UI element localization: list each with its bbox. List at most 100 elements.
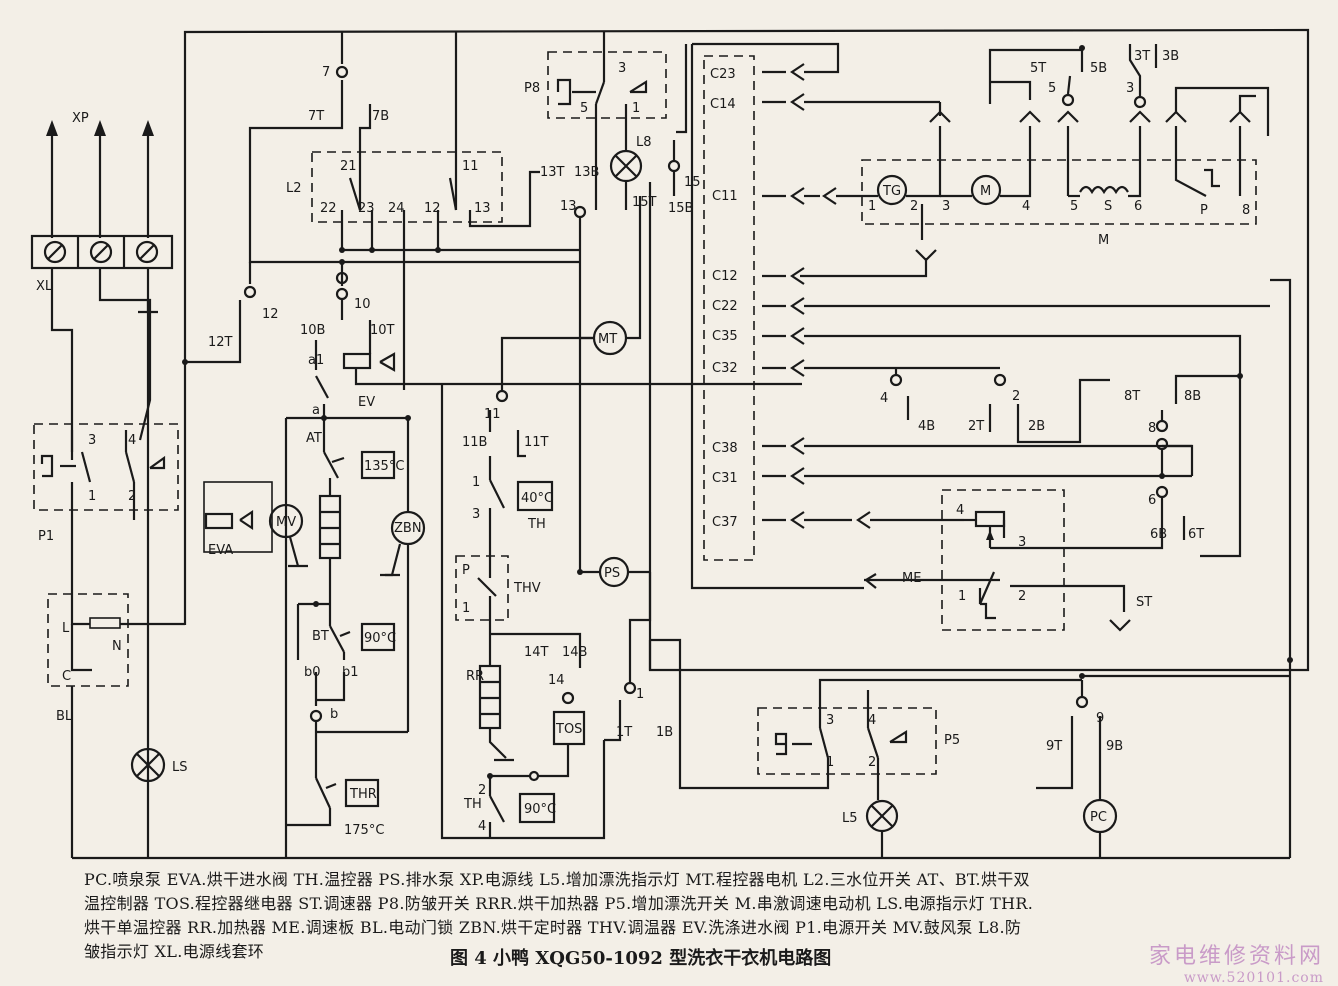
terminal-9t: 9T [1046,739,1062,754]
bl-terminal-l: L [62,621,70,636]
terminal-1: 1 [636,687,644,702]
at-temp: 135°C [364,459,404,474]
terminal-2b: 2B [1028,419,1045,434]
component-legend: PC.喷泉泵 EVA.烘干进水阀 TH.温控器 PS.排水泵 XP.电源线 L5… [84,868,1264,964]
c31: C31 [712,471,738,486]
at-label: AT [306,431,322,446]
p5-terminal-1: 1 [826,755,834,770]
watermark: 家电维修资料网 www.520101.com [1149,938,1324,986]
p1-terminal-3: 3 [88,433,96,448]
terminal-3b: 3B [1162,49,1179,64]
p8-label: P8 [524,81,540,96]
terminal-3: 3 [1126,81,1134,96]
terminal-13: 13 [560,199,577,214]
bt-label: BT [312,629,329,644]
terminal-a1: a1 [308,353,324,368]
m-terminal-6: 6 [1134,199,1142,214]
terminal-7t: 7T [308,109,324,124]
thv-terminal-1: 1 [462,601,470,616]
p1-terminal-1: 1 [88,489,96,504]
c35: C35 [712,329,738,344]
speed-switches: 4 4B 2 2T 2B 8T 8B 8 6 6B 6T [880,368,1243,542]
m-terminal-8: 8 [1242,203,1250,218]
legend-line: 温控制器 TOS.程控器继电器 ST.调速器 P8.防皱开关 RRR.烘干加热器… [84,894,1034,913]
l2-terminal-24: 24 [388,201,405,216]
l2-water-level-switch: 7 7T 7B L2 21 11 22 23 24 12 13 13T [248,32,580,390]
terminal-6b: 6B [1150,527,1167,542]
p8-terminal-3: 3 [618,61,626,76]
m-field-s: S [1104,199,1112,214]
terminal-11t: 11T [524,435,549,450]
m-armature-label: M [980,184,991,199]
motor-m-label: M [1098,233,1109,248]
ev-wash-inlet-valve: 10 10B 10T EV 12 12T a1 a [182,259,802,418]
terminal-3t: 3T [1134,49,1150,64]
c32: C32 [712,361,738,376]
terminal-6t: 6T [1188,527,1204,542]
p1-terminal-2: 2 [128,489,136,504]
terminal-14b: 14B [562,645,587,660]
terminal-12t: 12T [208,335,233,350]
watermark-url: www.520101.com [1183,970,1324,986]
l2-label: L2 [286,181,302,196]
figure-caption: 图 4 小鸭 XQG50-1092 型洗衣干衣机电路图 [450,948,832,969]
l2-terminal-12: 12 [424,201,441,216]
terminal-5: 5 [1048,81,1056,96]
mt-label: MT [598,332,617,347]
ps-label: PS [604,566,620,581]
c12: C12 [712,269,738,284]
p5-label: P5 [944,733,960,748]
p8-anticrease-switch: P8 3 5 1 L8 15 15T 15B 13B 13 [524,32,701,322]
m-terminal-4: 4 [1022,199,1030,214]
xp-power-cord: XP [46,111,154,238]
eva-label: EVA [208,543,233,558]
terminal-5t: 5T [1030,61,1046,76]
terminal-15t: 15T [632,195,657,210]
m-terminal-1: 1 [868,199,876,214]
m-terminal-5: 5 [1070,199,1078,214]
th2-terminal-4: 4 [478,819,486,834]
bt-temp: 90°C [364,631,396,646]
p5-terminal-4: 4 [868,713,876,728]
terminal-4: 4 [880,391,888,406]
ls-power-lamp: LS [70,686,188,860]
terminal-14: 14 [548,673,565,688]
zbn-label: ZBN [394,521,422,536]
terminal-b1: b1 [342,665,359,680]
thv-label: THV [513,581,541,596]
terminal-8b: 8B [1184,389,1201,404]
l5-label: L5 [842,811,858,826]
th2-terminal-2: 2 [478,783,486,798]
terminal-a: a [312,403,320,418]
program-branch: MT 11 11B 11T 1 3 40°C TH PS P 1 THV 14T… [440,196,673,840]
xl-label: XL [36,279,53,294]
terminal-7b: 7B [372,109,389,124]
me-speed-board: ME 4 3 1 2 ST [864,489,1164,632]
p5-terminal-2: 2 [868,755,876,770]
c-terminals: C23 C14 C11 C12 C22 C35 C32 C38 C31 C37 [710,63,1270,558]
l2-terminal-23: 23 [358,201,375,216]
terminal-2t: 2T [968,419,984,434]
l2-terminal-11: 11 [462,159,479,174]
c23: C23 [710,67,736,82]
terminal-b: b [330,707,338,722]
p8-terminal-1: 1 [632,101,640,116]
terminal-13t: 13T [540,165,565,180]
th-label: TH [527,517,546,532]
terminal-12: 12 [262,307,279,322]
terminal-13b: 13B [574,165,599,180]
legend-line: 皱指示灯 XL.电源线套环 [84,942,265,961]
mv-label: MV [276,515,296,530]
bl-door-lock: L N C BL [47,590,185,724]
xl-terminal-block: XL [30,234,174,460]
terminal-b0: b0 [304,665,321,680]
me-terminal-1: 1 [958,589,966,604]
terminal-5b: 5B [1090,61,1107,76]
p5-rinse-switch: P5 3 4 1 2 L5 9 9T 9B PC [648,638,1293,858]
th-terminal-1: 1 [472,475,480,490]
thv-p: P [462,563,470,578]
terminal-11b: 11B [462,435,487,450]
m-terminal-3: 3 [942,199,950,214]
m-p: P [1200,203,1208,218]
th2-temp: 90°C [524,802,556,817]
